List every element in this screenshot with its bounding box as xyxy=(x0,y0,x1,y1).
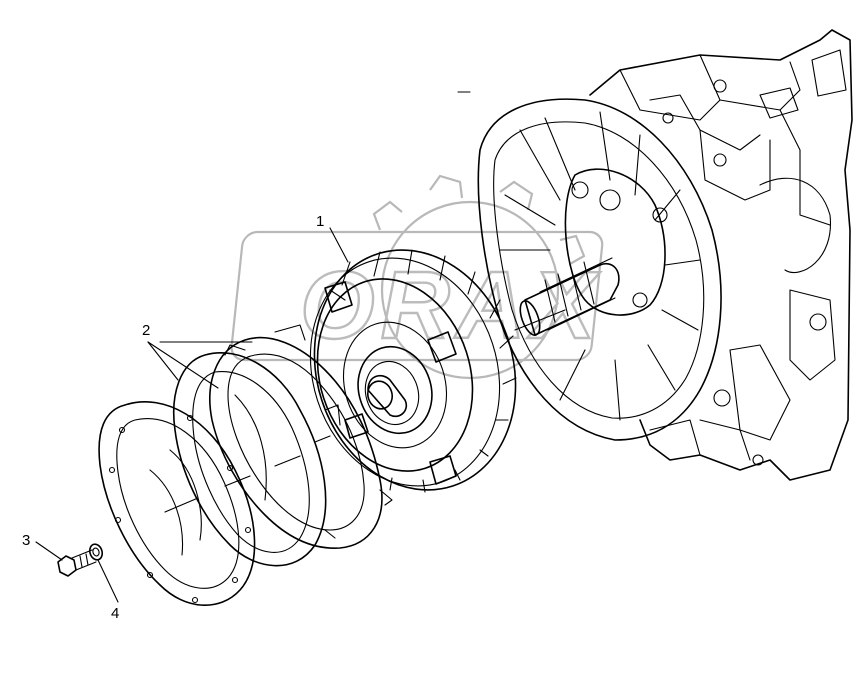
callout-4: 4 xyxy=(111,605,119,622)
watermark-frame xyxy=(230,230,604,362)
input-shaft xyxy=(519,257,620,336)
transmission-housing xyxy=(457,29,853,481)
callout-1: 1 xyxy=(316,213,324,230)
washer xyxy=(88,543,104,561)
watermark: ORAX xyxy=(230,174,604,380)
leader-lines xyxy=(35,227,349,603)
flex-plate-rear xyxy=(209,324,393,549)
axis-centerline xyxy=(164,435,331,513)
callout-3: 3 xyxy=(22,532,30,549)
flex-plate-front xyxy=(98,401,256,607)
bolt xyxy=(57,549,97,577)
watermark-gear-icon xyxy=(372,174,586,380)
watermark-text: ORAX xyxy=(300,252,601,359)
torque-converter xyxy=(309,249,517,493)
callout-2: 2 xyxy=(142,322,150,339)
flex-plate-middle xyxy=(173,344,336,567)
